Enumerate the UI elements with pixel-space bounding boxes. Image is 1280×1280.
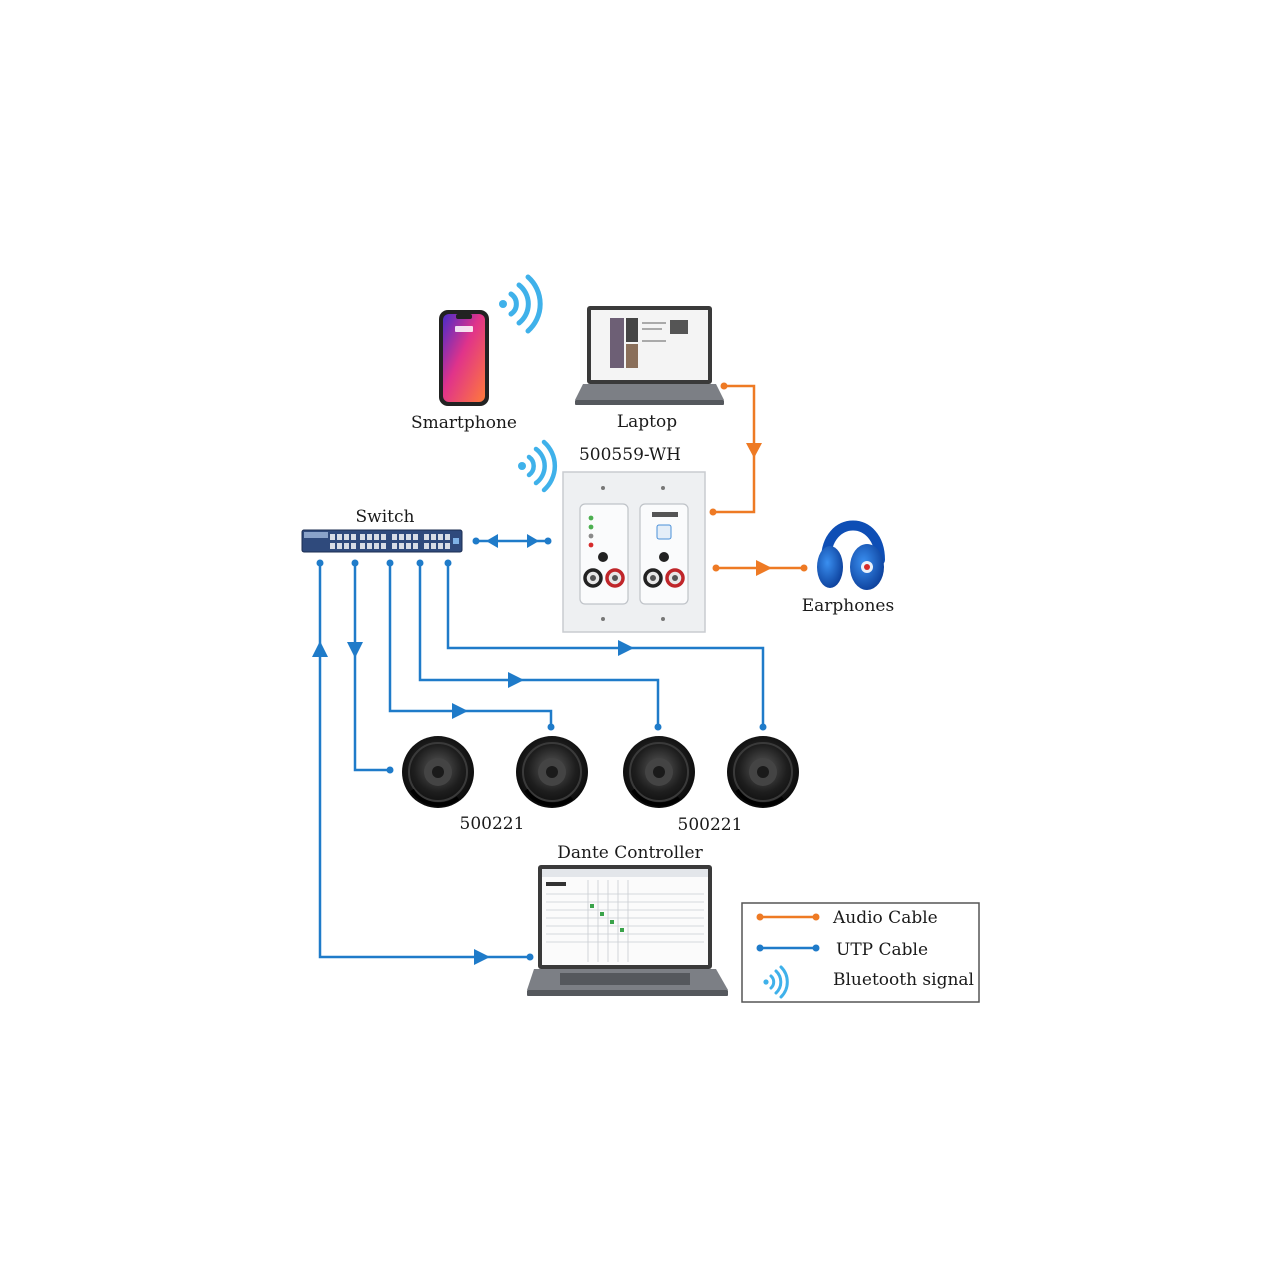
headphones-icon bbox=[817, 520, 885, 590]
audio-cable-device-earphones bbox=[712, 560, 808, 576]
utp-cable-switch-controller bbox=[312, 559, 534, 965]
bluetooth-signal-icon bbox=[499, 274, 543, 334]
audio-cable-laptop-device bbox=[709, 382, 762, 516]
legend-bluetooth-label: Bluetooth signal bbox=[833, 970, 974, 990]
legend: Audio Cable UTP Cable Bluetooth signal bbox=[741, 902, 980, 1003]
bluetooth-signal-icon bbox=[518, 439, 558, 493]
controller-label: Dante Controller bbox=[557, 843, 703, 863]
earphones-label: Earphones bbox=[802, 596, 894, 616]
legend-audio-label: Audio Cable bbox=[832, 908, 938, 928]
utp-cable-switch-device bbox=[472, 534, 552, 548]
utp-cable-switch-speaker-4 bbox=[444, 559, 767, 731]
legend-utp-label: UTP Cable bbox=[836, 940, 928, 960]
bluetooth-signal-icon bbox=[763, 965, 789, 999]
laptop-label: Laptop bbox=[617, 412, 677, 432]
legend-item-utp: UTP Cable bbox=[756, 940, 928, 960]
speaker-label-right: 500221 bbox=[678, 815, 743, 835]
wall-plate-icon bbox=[562, 471, 706, 633]
laptop-icon bbox=[527, 865, 728, 996]
ceiling-speaker-icon bbox=[623, 736, 695, 808]
speaker-label-left: 500221 bbox=[460, 814, 525, 834]
utp-cable-switch-speaker-3 bbox=[416, 559, 662, 731]
utp-cable-switch-speaker-1 bbox=[347, 559, 394, 774]
ceiling-speaker-icon bbox=[516, 736, 588, 808]
utp-cable-switch-speaker-2 bbox=[386, 559, 555, 731]
ceiling-speaker-icon bbox=[727, 736, 799, 808]
ceiling-speaker-icon bbox=[402, 736, 474, 808]
network-switch-icon bbox=[301, 529, 463, 553]
smartphone-icon bbox=[439, 310, 489, 406]
device-label: 500559-WH bbox=[579, 445, 681, 465]
legend-item-audio: Audio Cable bbox=[756, 908, 938, 928]
legend-item-bluetooth: Bluetooth signal bbox=[763, 965, 974, 999]
smartphone-label: Smartphone bbox=[411, 413, 517, 433]
switch-label: Switch bbox=[356, 507, 415, 527]
laptop-icon bbox=[575, 306, 724, 405]
